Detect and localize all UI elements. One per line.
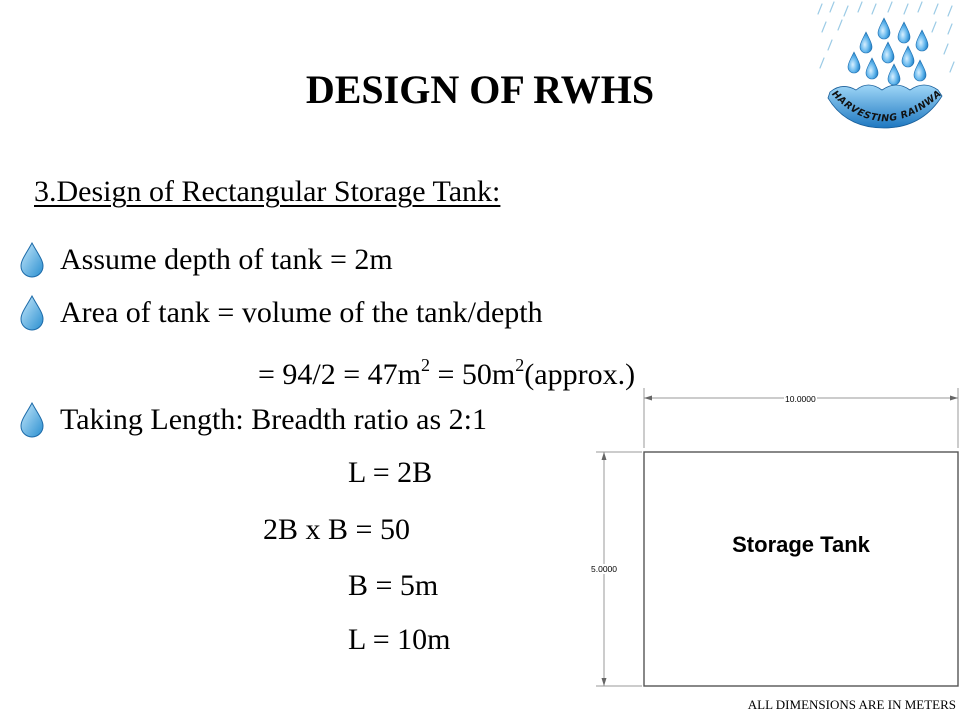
water-drop-icon: [20, 402, 44, 438]
bullet-item: Assume depth of tank = 2m: [18, 240, 393, 280]
water-drop-icon: [20, 295, 44, 331]
rain-streaks: [817, 1, 955, 73]
bullet-text: Assume depth of tank = 2m: [60, 243, 393, 276]
rain-drops-water-icon: [847, 17, 929, 86]
bullet-item: Taking Length: Breadth ratio as 2:1: [18, 400, 487, 440]
harvesting-rainwater-logo: HARVESTING RAINWATER: [812, 0, 955, 129]
superscript: 2: [421, 355, 431, 375]
tank-outline: [643, 451, 959, 687]
area-part: = 94/2 = 47m: [258, 358, 422, 391]
bullet-item: Area of tank = volume of the tank/depth: [18, 293, 543, 333]
slide-title: DESIGN OF RWHS: [305, 67, 655, 112]
section-subtitle: 3.Design of Rectangular Storage Tank:: [34, 175, 501, 208]
area-part: = 50m: [430, 358, 516, 391]
length-dimension: 10.0000: [784, 394, 817, 404]
equation-line: L = 2B: [348, 456, 433, 489]
breadth-dimension: 5.0000: [591, 564, 617, 574]
tank-label: Storage Tank: [732, 532, 870, 557]
superscript: 2: [515, 355, 525, 375]
water-splash: [827, 84, 943, 129]
water-drop-icon: [20, 242, 44, 278]
bullet-text: Taking Length: Breadth ratio as 2:1: [60, 403, 487, 436]
equation-line: B = 5m: [348, 569, 439, 602]
bullet-text: Area of tank = volume of the tank/depth: [60, 296, 543, 329]
equation-line: 2B x B = 50: [263, 513, 410, 546]
equation-line: L = 10m: [348, 623, 451, 656]
area-calculation: = 94/2 = 47m2 = 50m2(approx.): [258, 347, 635, 395]
area-part: (approx.): [524, 358, 636, 391]
dimensions-note: ALL DIMENSIONS ARE IN METERS: [747, 697, 956, 712]
